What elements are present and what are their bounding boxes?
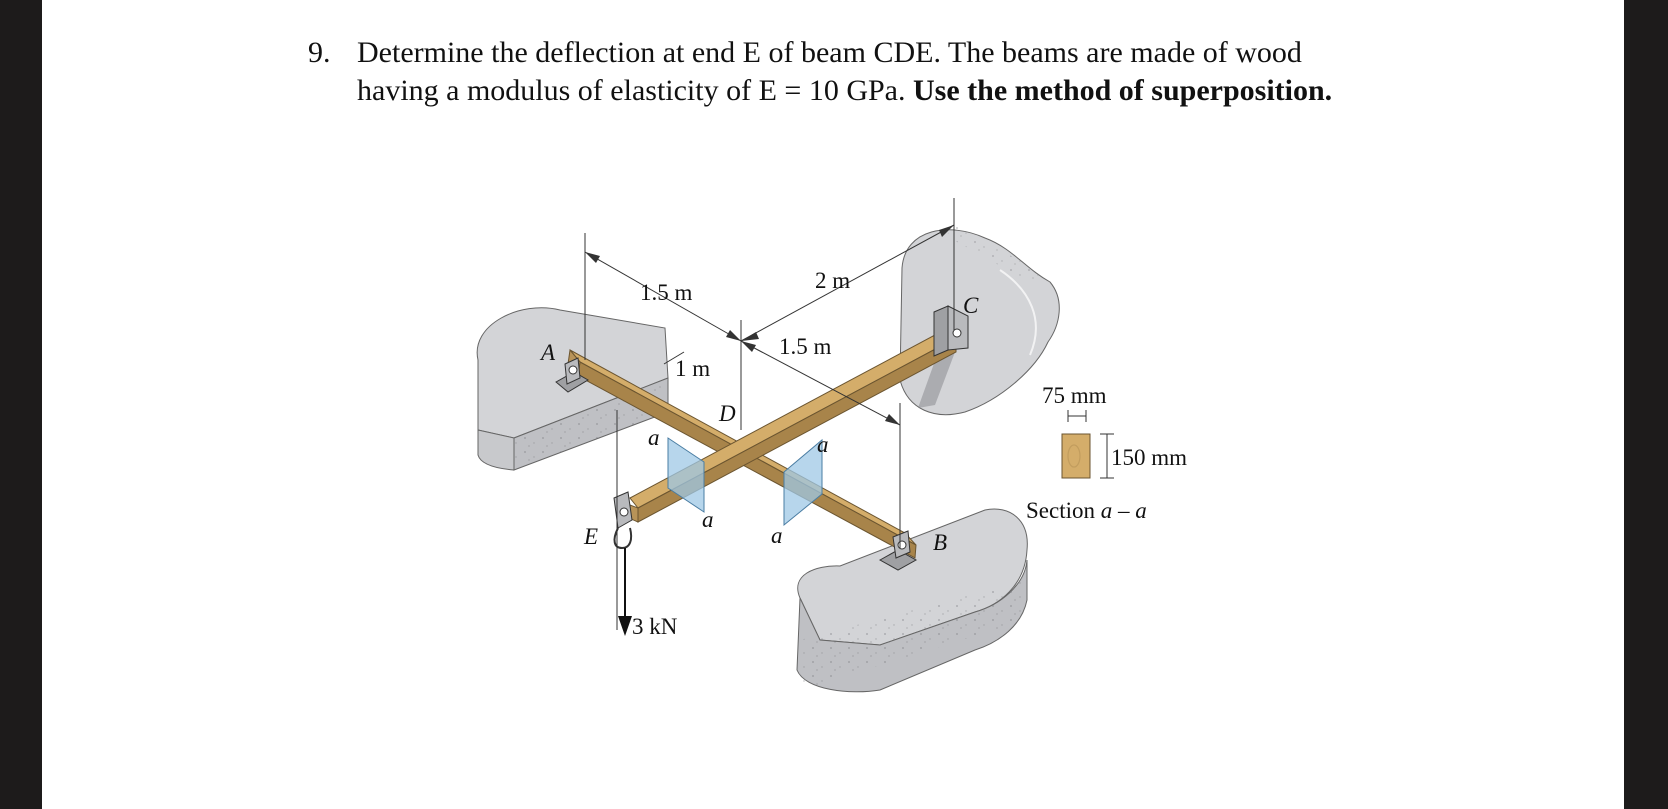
cross-section: 75 mm 150 mm Section a – a [1026, 383, 1187, 523]
section-caption: Section a – a [1026, 498, 1147, 523]
dim-2m: 2 m [815, 268, 850, 293]
shadow-c [918, 352, 955, 408]
section-rectangle [1061, 433, 1091, 479]
load-label: 3 kN [632, 614, 678, 639]
section-mark-4: a [771, 523, 783, 548]
front-support-block [796, 508, 1028, 693]
pin-support-b [878, 530, 918, 571]
section-caption-prefix: Section [1026, 498, 1101, 523]
section-plane-ab [783, 438, 823, 527]
dim-1-5m-right: 1.5 m [779, 334, 832, 359]
label-a-point: A [539, 340, 556, 365]
problem-line-2-text: having a modulus of elasticity of E = 10… [357, 74, 913, 107]
dimension-arrows [585, 225, 954, 425]
label-e-point: E [583, 524, 598, 549]
problem-line-1: Determine the deflection at end E of bea… [357, 36, 1302, 69]
load-arrow [618, 548, 632, 636]
section-height-label: 150 mm [1111, 445, 1187, 470]
section-caption-var: a – a [1101, 498, 1147, 523]
right-support-block [899, 223, 1060, 416]
problem-line-2-emphasis: Use the method of superposition. [913, 74, 1333, 107]
hanger-e [613, 491, 633, 550]
section-mark-2: a [702, 507, 714, 532]
pin-support-c [933, 305, 969, 357]
pin-support-a [555, 357, 589, 393]
label-c-point: C [963, 293, 979, 318]
dim-1-5m-left: 1.5 m [640, 280, 693, 305]
dim-1m: 1 m [675, 356, 710, 381]
section-mark-3: a [817, 432, 829, 457]
problem-line-2: having a modulus of elasticity of E = 10… [357, 72, 1332, 110]
dimension-lines [584, 198, 955, 630]
section-width-label: 75 mm [1042, 383, 1107, 408]
label-d-point: D [718, 401, 736, 426]
label-b-point: B [933, 530, 947, 555]
section-plane-cde [667, 437, 705, 513]
problem-number: 9. [308, 36, 331, 69]
section-mark-1: a [648, 425, 660, 450]
